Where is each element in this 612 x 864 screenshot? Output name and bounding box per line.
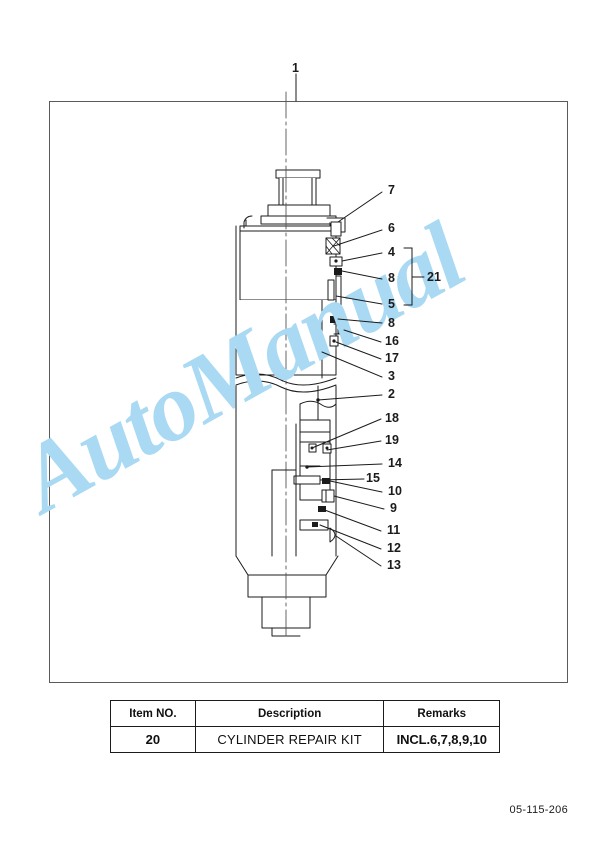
callout-11: 11 [387,523,401,537]
callout-5: 5 [388,297,395,311]
callout-7: 7 [388,183,395,197]
parts-table: Item NO. Description Remarks 20 CYLINDER… [110,700,500,753]
callout-15: 15 [366,471,380,485]
callout-3: 3 [388,369,395,383]
header-item-no: Item NO. [110,700,196,727]
callout-1: 1 [292,61,299,75]
callout-10: 10 [388,484,402,498]
callout-19: 19 [385,433,399,447]
callout-21-group: 21 [427,270,441,284]
callout-9: 9 [390,501,397,515]
table-row: 20 CYLINDER REPAIR KIT INCL.6,7,8,9,10 [110,726,500,753]
callout-14: 14 [388,456,402,470]
callout-4: 4 [388,245,395,259]
drawing-frame [49,101,568,683]
callout-13: 13 [387,558,401,572]
callout-6: 6 [388,221,395,235]
page-code: 05-115-206 [509,804,568,816]
callout-12: 12 [387,541,401,555]
cell-item-no: 20 [110,726,196,753]
header-remarks: Remarks [383,700,500,727]
callout-18: 18 [385,411,399,425]
callout-8-lower: 8 [388,316,395,330]
callout-16: 16 [385,334,399,348]
table-header-row: Item NO. Description Remarks [110,700,500,727]
cell-description: CYLINDER REPAIR KIT [194,726,385,753]
callout-17: 17 [385,351,399,365]
header-description: Description [194,700,385,727]
cell-remarks: INCL.6,7,8,9,10 [383,726,500,753]
callout-8-upper: 8 [388,271,395,285]
callout-2: 2 [388,387,395,401]
